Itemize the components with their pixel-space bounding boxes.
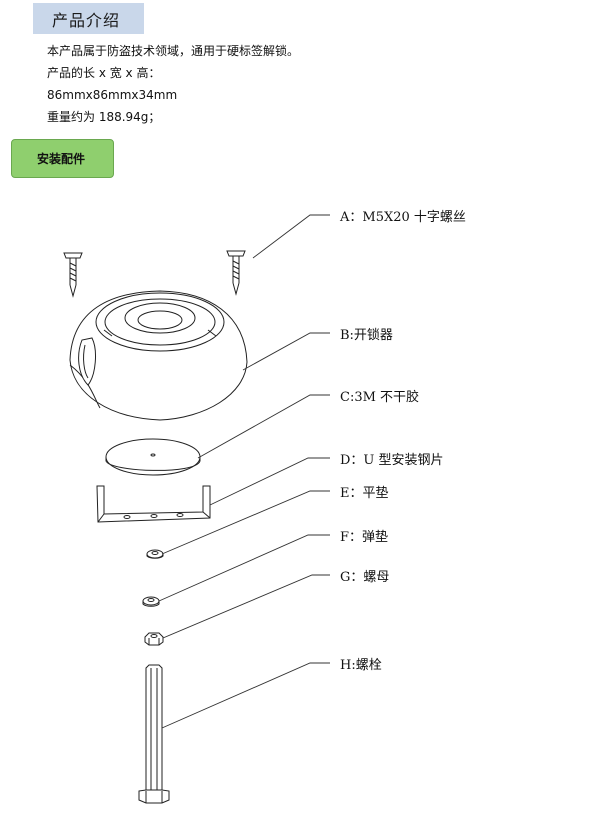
leader-line-b — [242, 332, 330, 371]
part-label-c: C:3M 不干胶 — [340, 390, 420, 405]
adhesive-disc-icon — [105, 438, 201, 476]
part-label-a: A：M5X20 十字螺丝 — [340, 210, 466, 225]
leader-line-a — [252, 214, 330, 259]
nut-icon — [144, 632, 164, 646]
accessories-badge — [11, 139, 114, 178]
accessories-badge-label: 安装配件 — [37, 152, 86, 166]
u-bracket-icon — [96, 485, 211, 523]
part-label-h: H:螺栓 — [340, 658, 382, 673]
part-label-b: B:开锁器 — [340, 328, 393, 343]
leader-line-h — [161, 662, 330, 729]
leader-line-g — [162, 574, 330, 639]
intro-dimensions-label: 产品的长 x 宽 x 高： — [47, 66, 161, 80]
intro-weight: 重量约为 188.94g； — [47, 110, 161, 124]
leader-line-c — [197, 394, 330, 459]
screw-icon — [63, 252, 83, 298]
part-label-f: F：弹垫 — [340, 530, 389, 545]
leader-line-e — [161, 490, 330, 555]
part-label-e: E：平垫 — [340, 486, 389, 501]
screw-icon — [226, 250, 246, 296]
flat-washer-icon — [146, 549, 164, 559]
part-label-g: G：螺母 — [340, 570, 390, 585]
bolt-icon — [138, 664, 170, 804]
leader-line-f — [158, 534, 330, 602]
detacher-dome-icon — [69, 290, 248, 421]
leader-line-d — [209, 457, 330, 506]
intro-description: 本产品属于防盗技术领域，通用于硬标签解锁。 — [47, 44, 300, 58]
page-title: 产品介绍 — [52, 11, 121, 30]
part-label-d: D：U 型安装钢片 — [340, 453, 444, 468]
spring-washer-icon — [142, 596, 160, 607]
intro-dimensions-value: 86mmx86mmx34mm — [47, 88, 178, 102]
title-banner — [33, 3, 144, 34]
